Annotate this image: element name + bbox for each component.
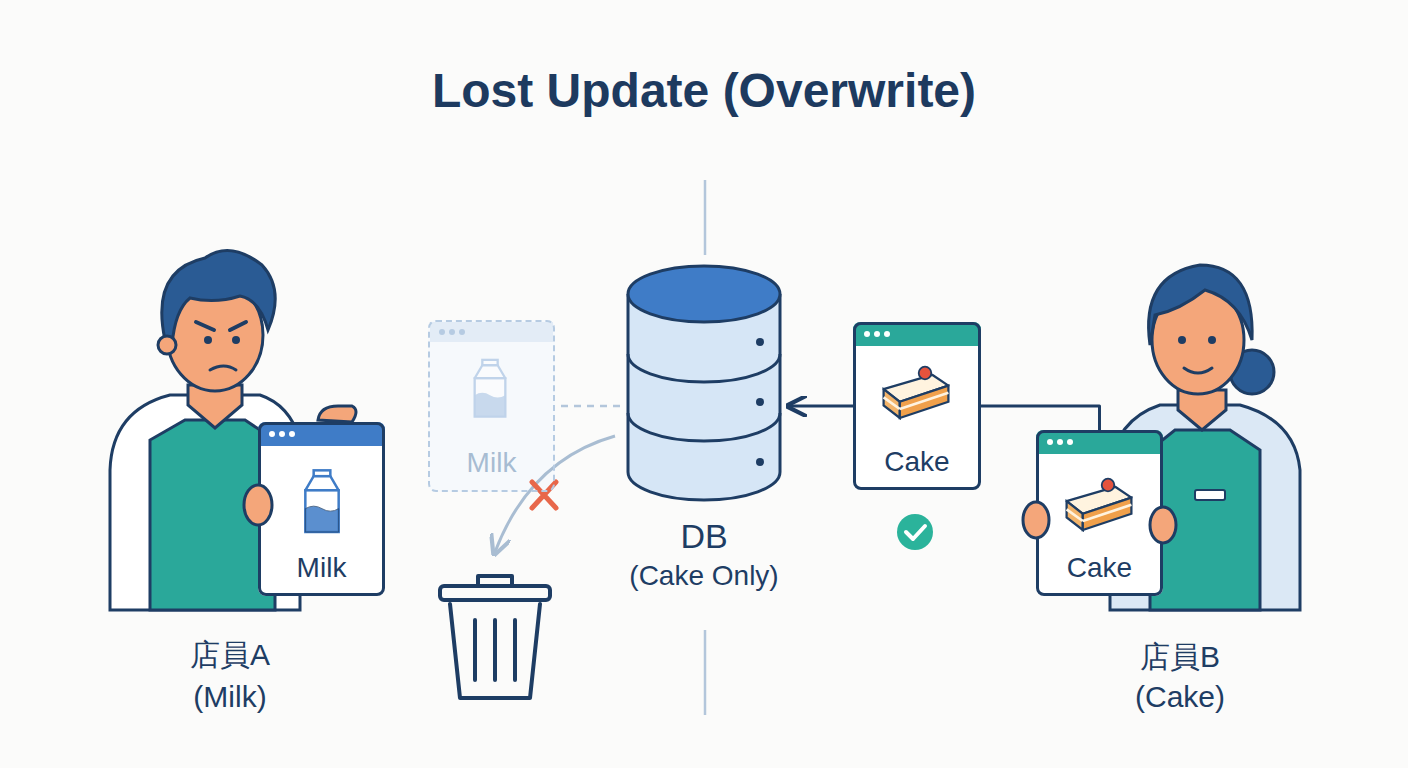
window-label: Cake	[1067, 551, 1132, 585]
window-label: Milk	[297, 551, 347, 585]
database-cylinder: DB(Cake Only)	[620, 262, 788, 602]
person-label: 店員B	[1140, 638, 1220, 676]
connector	[981, 406, 1100, 430]
discarded-window: Milk	[428, 320, 555, 492]
window-card: Cake	[1036, 430, 1163, 596]
node-caption: (Cake Only)	[629, 558, 778, 594]
trash-can	[440, 576, 550, 698]
person-label: 店員A	[190, 636, 270, 674]
person-label: (Milk)	[193, 678, 266, 716]
hand	[244, 485, 272, 525]
hand	[1023, 502, 1049, 538]
connector	[788, 405, 853, 408]
diagram-title: Lost Update (Overwrite)	[432, 62, 976, 120]
window-label: Cake	[884, 445, 949, 479]
person-label: (Cake)	[1135, 678, 1225, 716]
hand	[1150, 507, 1176, 543]
cylinder-shape	[620, 262, 788, 504]
window-card: Cake	[853, 322, 981, 490]
connector	[555, 405, 620, 408]
node-heading: DB	[680, 514, 727, 558]
window-card: Milk	[258, 422, 385, 596]
hand	[318, 406, 356, 422]
window-label: Milk	[467, 446, 517, 480]
